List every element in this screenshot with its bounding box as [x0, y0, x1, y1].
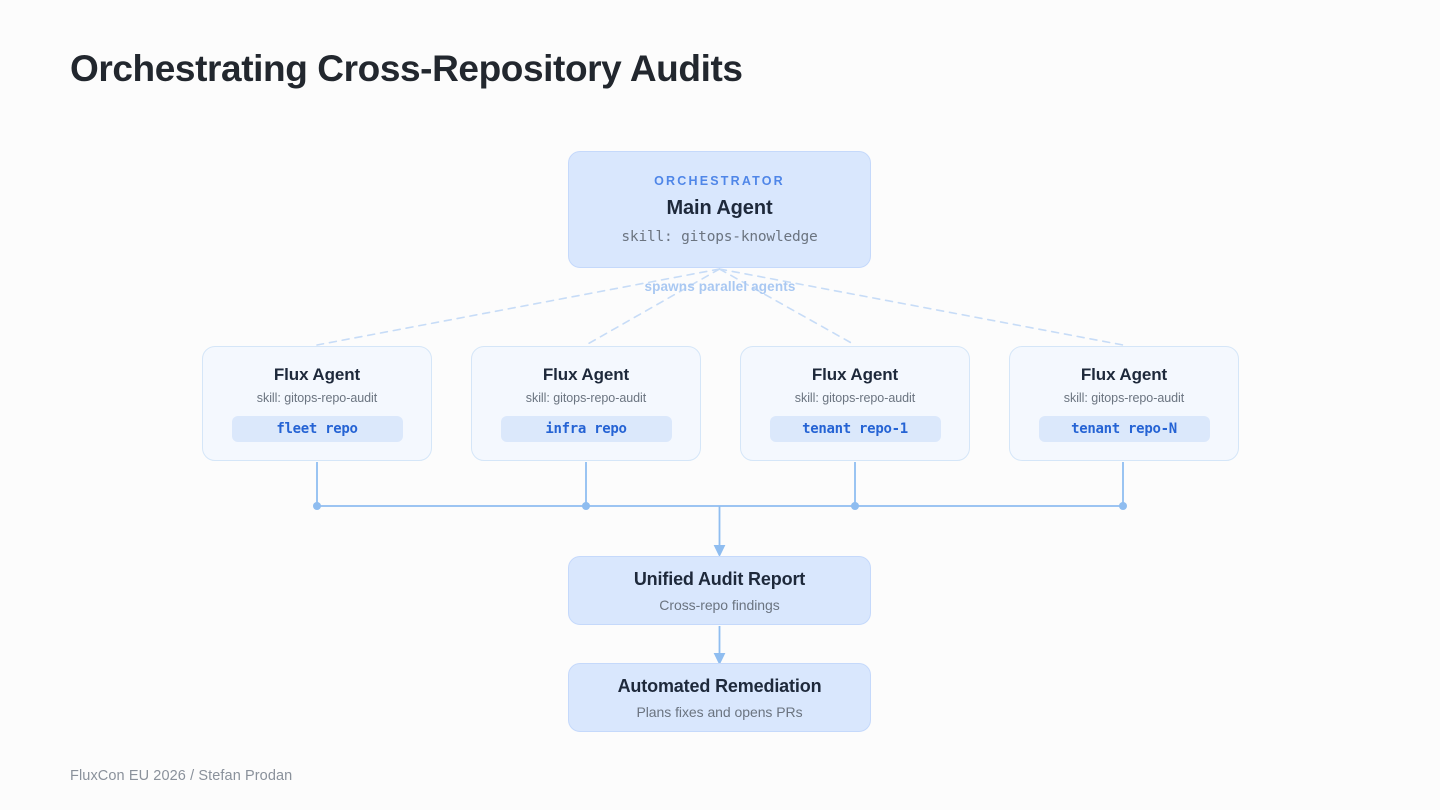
orchestrator-kicker: ORCHESTRATOR	[654, 174, 785, 188]
node-automated-remediation[interactable]: Automated Remediation Plans fixes and op…	[568, 663, 871, 732]
node-agent-infra-repo[interactable]: Flux Agent skill: gitops-repo-audit infr…	[471, 346, 701, 461]
agent-repo-pill[interactable]: tenant repo-1	[769, 416, 941, 442]
result-title: Unified Audit Report	[633, 568, 806, 589]
footer-attribution: FluxCon EU 2026 / Stefan Prodan	[70, 768, 293, 784]
result-subtitle: Cross-repo findings	[659, 596, 780, 613]
agent-repo-pill[interactable]: fleet repo	[231, 416, 403, 442]
result-title: Automated Remediation	[617, 675, 822, 696]
agent-repo-pill[interactable]: tenant repo-N	[1038, 416, 1210, 442]
node-orchestrator[interactable]: ORCHESTRATOR Main Agent skill: gitops-kn…	[568, 151, 871, 268]
agent-title: Flux Agent	[273, 365, 361, 384]
agent-skill: skill: gitops-repo-audit	[1063, 391, 1185, 405]
agent-skill: skill: gitops-repo-audit	[525, 391, 647, 405]
orchestrator-skill: skill: gitops-knowledge	[621, 229, 818, 245]
agent-title: Flux Agent	[811, 365, 899, 384]
fanout-caption: spawns parallel agents	[644, 279, 796, 294]
node-agent-fleet-repo[interactable]: Flux Agent skill: gitops-repo-audit flee…	[202, 346, 432, 461]
node-unified-audit-report[interactable]: Unified Audit Report Cross-repo findings	[568, 556, 871, 625]
page-title: Orchestrating Cross-Repository Audits	[70, 48, 743, 89]
agent-repo-pill[interactable]: infra repo	[500, 416, 672, 442]
agent-dropdown-lines	[316, 462, 1124, 506]
agent-skill: skill: gitops-repo-audit	[256, 391, 378, 405]
bus-junction-dots	[313, 502, 1127, 510]
node-agent-tenant-repo-n[interactable]: Flux Agent skill: gitops-repo-audit tena…	[1009, 346, 1239, 461]
result-subtitle: Plans fixes and opens PRs	[636, 703, 803, 720]
agent-title: Flux Agent	[1080, 365, 1168, 384]
agent-title: Flux Agent	[542, 365, 630, 384]
orchestrator-title: Main Agent	[666, 197, 773, 219]
agent-skill: skill: gitops-repo-audit	[794, 391, 916, 405]
node-agent-tenant-repo-1[interactable]: Flux Agent skill: gitops-repo-audit tena…	[740, 346, 970, 461]
